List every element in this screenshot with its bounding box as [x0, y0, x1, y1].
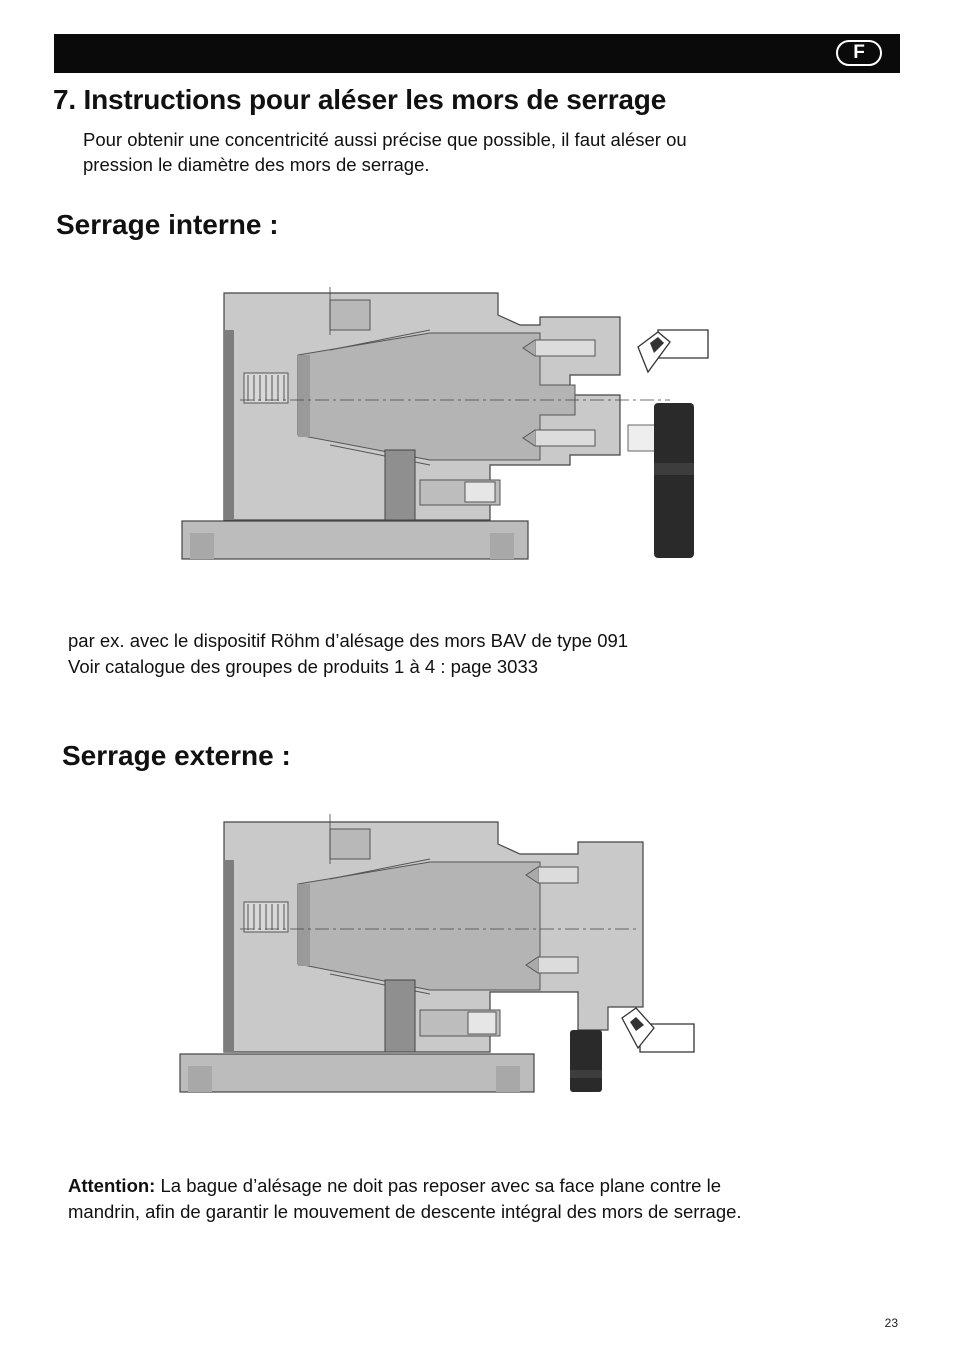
spring	[243, 372, 289, 404]
intro-line-2: pression le diamètre des mors de serrage…	[83, 154, 430, 175]
intro-paragraph: Pour obtenir une concentricité aussi pré…	[83, 127, 803, 177]
boring-ring	[654, 403, 694, 558]
intro-line-1: Pour obtenir une concentricité aussi pré…	[83, 129, 687, 150]
section-title: 7. Instructions pour aléser les mors de …	[53, 84, 667, 115]
attention-line-2: mandrin, afin de garantir le mouvement d…	[68, 1201, 742, 1222]
cutting-tool	[637, 329, 709, 374]
internal-note-line-2: Voir catalogue des groupes de produits 1…	[68, 656, 539, 677]
external-clamping-diagram	[179, 814, 695, 1093]
chuck-body	[179, 814, 644, 1093]
page-number: 23	[884, 1316, 898, 1330]
attention-label: Attention:	[68, 1175, 156, 1196]
chuck-body	[181, 287, 689, 560]
internal-clamping-heading: Serrage interne :	[56, 209, 279, 240]
attention-note: Attention: La bague d’alésage ne doit pa…	[68, 1173, 742, 1225]
internal-clamping-diagram	[181, 287, 709, 560]
boring-ring	[570, 1030, 602, 1092]
cutting-tool	[621, 1007, 695, 1053]
language-badge: F	[836, 40, 882, 66]
header-bar: F	[54, 34, 900, 73]
internal-note: par ex. avec le dispositif Röhm d’alésag…	[68, 628, 628, 680]
internal-note-line-1: par ex. avec le dispositif Röhm d’alésag…	[68, 630, 629, 651]
attention-line-1: La bague d’alésage ne doit pas reposer a…	[155, 1175, 722, 1196]
spring	[243, 901, 289, 933]
external-clamping-heading: Serrage externe :	[62, 740, 291, 771]
